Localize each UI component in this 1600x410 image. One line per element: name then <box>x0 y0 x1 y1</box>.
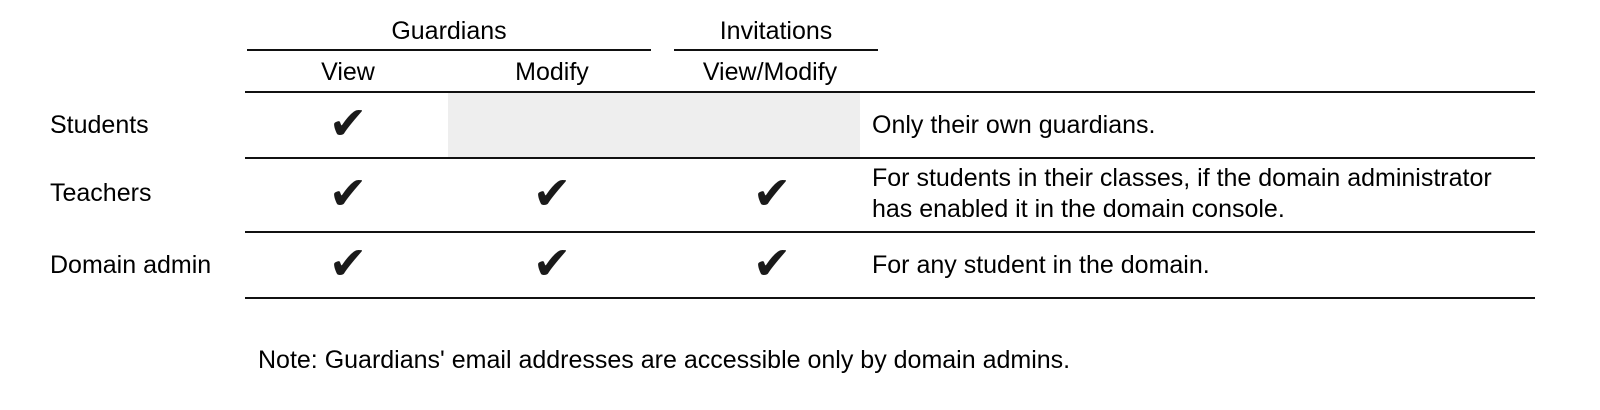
column-group-invitations: Invitations <box>719 17 833 45</box>
domain-admin-note: For any student in the domain. <box>872 251 1210 279</box>
check-icon: ✔ <box>752 236 792 291</box>
students-row-separator-line <box>245 157 1535 159</box>
column-group-guardians: Guardians <box>391 17 507 45</box>
column-header-view-modify: View/Modify <box>702 58 838 86</box>
row-label-students: Students <box>50 111 149 139</box>
footnote: Note: Guardians' email addresses are acc… <box>258 346 1071 374</box>
teachers-row-separator-line <box>245 231 1535 233</box>
check-icon: ✔ <box>532 236 572 291</box>
domain-admin-row-separator-line <box>245 297 1535 299</box>
check-icon: ✔ <box>328 166 368 221</box>
column-header-modify: Modify <box>515 58 589 86</box>
students-disabled-cells <box>448 93 860 157</box>
check-icon: ✔ <box>752 166 792 221</box>
row-label-domain-admin: Domain admin <box>50 251 212 279</box>
row-label-teachers: Teachers <box>50 179 152 207</box>
students-note: Only their own guardians. <box>872 111 1156 139</box>
teachers-note: For students in their classes, if the do… <box>872 164 1492 223</box>
header-separator-line <box>245 91 1535 93</box>
check-icon: ✔ <box>532 166 572 221</box>
invitations-group-underline <box>674 49 878 51</box>
guardians-group-underline <box>247 49 651 51</box>
column-header-view: View <box>321 58 375 86</box>
check-icon: ✔ <box>328 236 368 291</box>
check-icon: ✔ <box>328 96 368 151</box>
